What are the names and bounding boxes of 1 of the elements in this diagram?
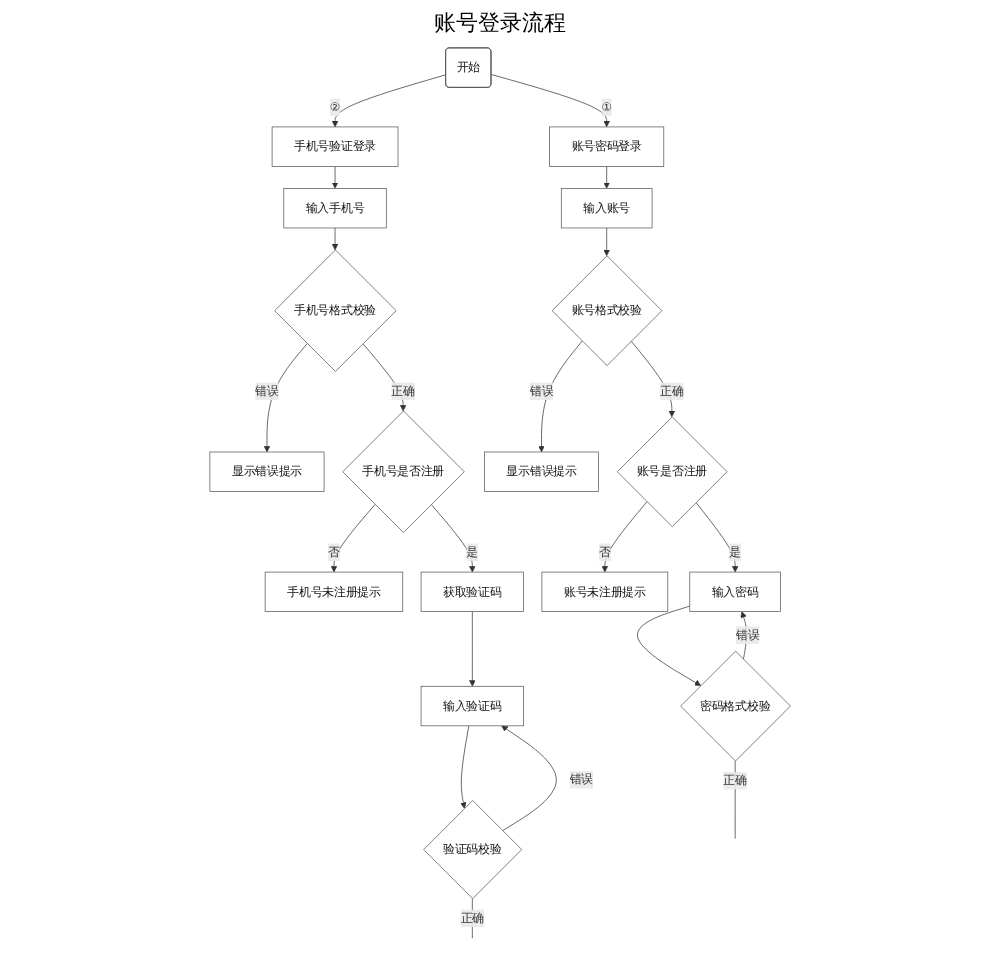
diagram-title: 账号登录流程: [432, 8, 568, 38]
